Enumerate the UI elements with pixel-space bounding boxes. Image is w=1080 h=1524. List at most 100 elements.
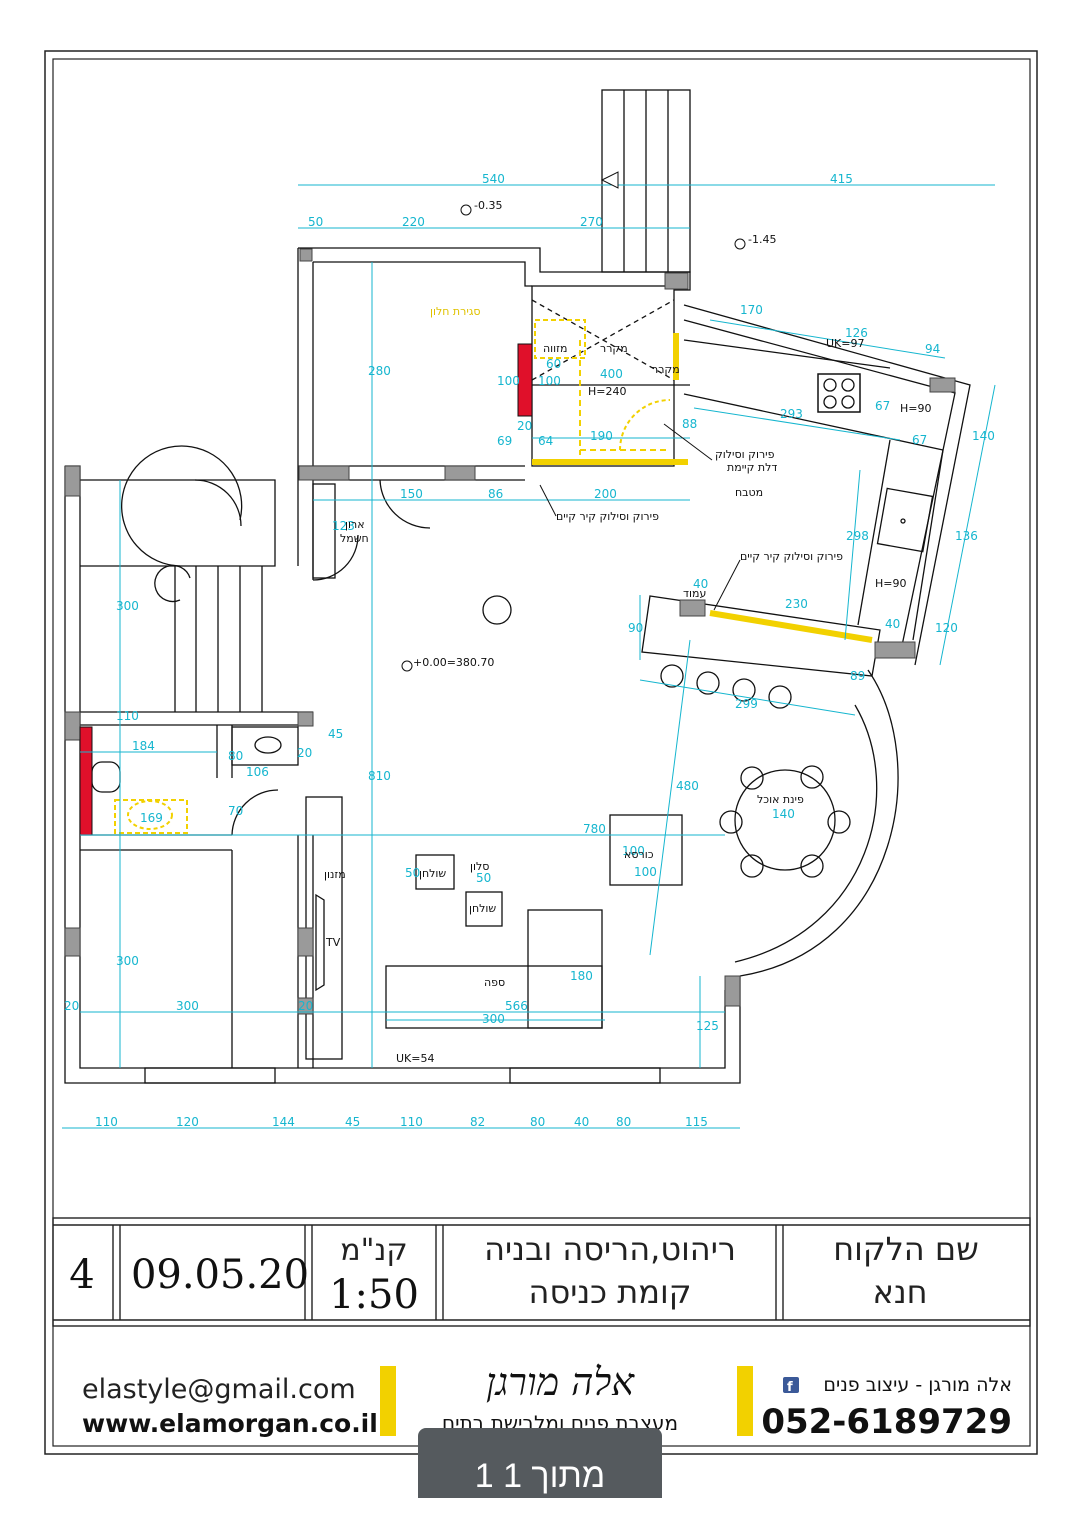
dim-110v: 110 — [116, 709, 139, 723]
dimension-lines — [62, 184, 996, 1129]
column — [297, 711, 314, 727]
date: 09.05.20 — [131, 1252, 309, 1298]
dim-100c: 100 — [622, 844, 645, 858]
dim-40-k: 40 — [885, 617, 900, 631]
column — [297, 927, 314, 957]
column — [679, 599, 706, 617]
label-wardrobe: ארון — [345, 518, 365, 531]
dim-line — [844, 469, 861, 641]
burner — [823, 378, 837, 392]
dim-20b: 20 — [297, 746, 312, 760]
demolition-marks — [79, 319, 873, 836]
dim-bottom-1: 110 — [95, 1115, 118, 1129]
dim-415: 415 — [830, 172, 853, 186]
dim-45: 45 — [328, 727, 343, 741]
kitchen-sink — [876, 487, 934, 553]
spiral-stair — [121, 445, 243, 567]
column — [64, 465, 81, 497]
sink-drain — [900, 518, 906, 524]
project-title: ריהוט,הריסה ובניה — [484, 1230, 736, 1268]
chair — [800, 765, 824, 789]
label-dismantle-1: פירוק וסילוק — [715, 448, 775, 461]
dim-50: 50 — [308, 215, 323, 229]
label-salon: סלון — [470, 860, 489, 873]
wall-west-inner — [79, 480, 726, 1069]
dim-40b: 40 — [693, 577, 708, 591]
dim-69: 69 — [497, 434, 512, 448]
dim-67b: 67 — [912, 433, 927, 447]
column — [724, 975, 741, 1007]
signature-logo: אלה מורגן — [486, 1360, 635, 1404]
dim-184: 184 — [132, 739, 155, 753]
label-dismantle-3: פירוק וסילוק קיר קיים — [740, 550, 843, 563]
ceiling-light — [482, 595, 512, 625]
dim-169: 169 — [140, 811, 163, 825]
dim-bottom-5: 110 — [400, 1115, 423, 1129]
dim-126: 126 — [845, 326, 868, 340]
demolish-window — [534, 319, 586, 359]
column — [64, 711, 81, 741]
toilet — [91, 761, 121, 793]
new-wall — [517, 343, 533, 417]
spiral-stair-inner — [154, 564, 191, 603]
dining-table — [734, 769, 836, 871]
dim-line — [649, 639, 691, 956]
wall-outer — [298, 247, 691, 291]
dim-300-bottom: 300 — [176, 999, 199, 1013]
dim-136: 136 — [955, 529, 978, 543]
kitchen-wall-inner — [683, 319, 956, 656]
burner — [823, 395, 837, 409]
dim-bottom-3: 144 — [272, 1115, 295, 1129]
leaders — [401, 171, 746, 672]
leader-line — [539, 484, 557, 517]
dim-50-top: 50 — [476, 871, 491, 885]
dim-140-right: 140 — [972, 429, 995, 443]
dim-100a: 100 — [497, 374, 520, 388]
sofa-side — [527, 909, 603, 1029]
dim-125: 125 — [696, 1019, 719, 1033]
chair — [827, 810, 851, 834]
columns — [64, 248, 956, 1015]
column — [64, 927, 81, 957]
dim-67a: 67 — [875, 399, 890, 413]
dim-150: 150 — [400, 487, 423, 501]
dim-64: 64 — [538, 434, 553, 448]
level-0: +0.00=380.70 — [413, 656, 494, 669]
label-dining: פינת אוכל — [757, 793, 804, 806]
dim-190: 190 — [590, 429, 613, 443]
stove — [817, 373, 861, 413]
label-tv-unit: מזנון — [324, 868, 346, 881]
scale-value: 1:50 — [329, 1272, 419, 1318]
label-close-window: סגירת חלון — [430, 305, 481, 318]
counter-edge — [683, 393, 944, 451]
dim-220: 220 — [402, 215, 425, 229]
dim-bottom-9: 80 — [616, 1115, 631, 1129]
label-armchair: כורסא — [624, 848, 654, 861]
dim-line — [939, 384, 996, 666]
counter-right — [857, 439, 891, 626]
dim-400: 400 — [600, 367, 623, 381]
dim-120-right: 120 — [935, 621, 958, 635]
chair — [740, 766, 764, 790]
dim-20d: 20 — [298, 999, 313, 1013]
door-swing — [231, 789, 279, 836]
bay-window-b — [734, 704, 878, 963]
demolish-toilet — [127, 800, 173, 830]
level-mark — [460, 204, 472, 216]
dim-bottom-8: 40 — [574, 1115, 589, 1129]
dim-bottom-4: 45 — [345, 1115, 360, 1129]
dimension-texts: 540 415 50 220 270 -0.35 -1.45 170 126 9… — [64, 172, 995, 1065]
dim-88: 88 — [682, 417, 697, 431]
label-dismantle-2: פירוק וסילוק קיר קיים — [556, 510, 659, 523]
column — [444, 465, 476, 481]
dim-20: 20 — [517, 419, 532, 433]
chair — [740, 854, 764, 878]
phone: 052-6189729 — [761, 1402, 1012, 1442]
chair — [719, 810, 743, 834]
dim-86: 86 — [488, 487, 503, 501]
dim-300-room: 300 — [116, 954, 139, 968]
counter-right-b — [912, 449, 944, 641]
dim-50-side: 50 — [405, 866, 420, 880]
dim-94: 94 — [925, 342, 940, 356]
window — [144, 1067, 276, 1084]
